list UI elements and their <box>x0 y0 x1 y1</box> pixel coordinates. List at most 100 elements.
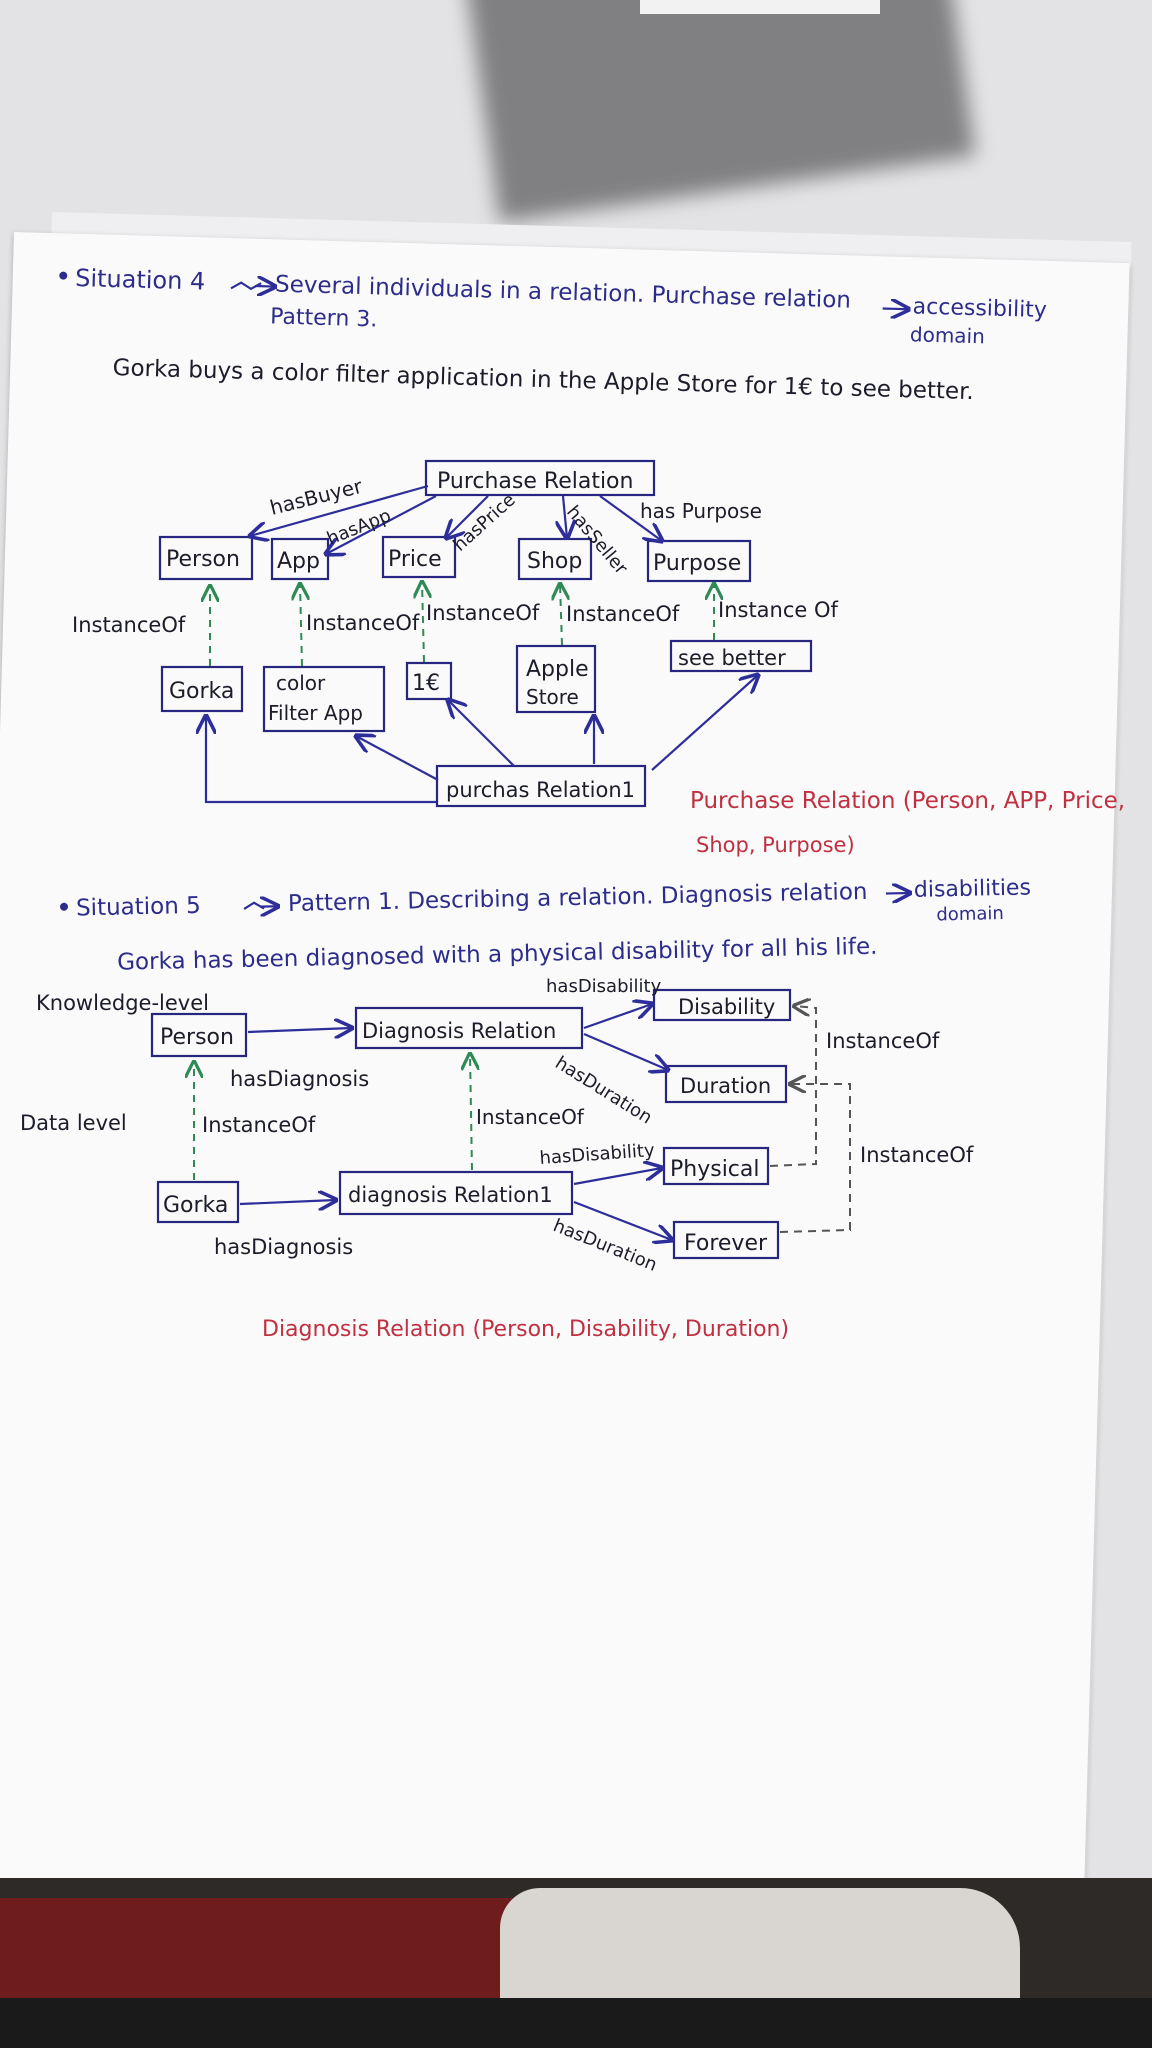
instance-label-purpose: Instance Of <box>718 598 839 622</box>
edge-has-price <box>446 495 489 538</box>
signature-diagnosis: Diagnosis Relation (Person, Disability, … <box>262 1317 789 1342</box>
edge-has-disability-top-label: hasDisability <box>546 976 662 997</box>
node-forever-label: Forever <box>684 1231 768 1256</box>
instance-label-duration: InstanceOf <box>860 1143 974 1167</box>
floor <box>0 1878 1152 2048</box>
edge-has-app <box>326 495 437 554</box>
node-price-label: Price <box>388 547 442 572</box>
node-physical-label: Physical <box>670 1157 760 1182</box>
edge-has-duration-bottom-label: hasDuration <box>550 1215 660 1276</box>
node-person-label: Person <box>160 1025 234 1050</box>
edge-has-buyer <box>250 484 429 536</box>
arrow-icon <box>885 893 910 894</box>
node-price-value-label: 1€ <box>412 671 440 696</box>
edge-has-disability-bottom-label: hasDisability <box>539 1140 656 1169</box>
node-person <box>158 535 254 581</box>
node-store-line2: Store <box>526 685 579 709</box>
edge-r1-gorka <box>206 716 436 804</box>
situation5-domain-b: domain <box>936 903 1004 925</box>
level-data: Data level <box>20 1111 127 1135</box>
node-disability-label: Disability <box>678 995 775 1019</box>
node-app-line1: color <box>276 671 326 695</box>
edge-has-duration-bottom <box>573 1200 672 1240</box>
situation4-domain-a: accessibility <box>912 294 1047 323</box>
node-duration-label: Duration <box>680 1074 771 1098</box>
node-gorka-label: Gorka <box>163 1193 228 1218</box>
node-shop-label: Shop <box>527 549 582 574</box>
edge-has-buyer-label: hasBuyer <box>267 474 365 520</box>
situation4-pattern: Pattern 3. <box>270 304 378 332</box>
arrow-icon <box>882 309 909 310</box>
node-apple-store <box>515 644 597 714</box>
node-purchase-relation-label: Purchase Relation <box>437 469 633 494</box>
node-price-value <box>405 661 453 701</box>
instance-label-price: InstanceOf <box>426 601 540 625</box>
instance-label-app: InstanceOf <box>306 611 420 635</box>
bullet-icon <box>60 902 69 911</box>
node-store-line1: Apple <box>526 657 589 682</box>
background-object <box>640 0 880 14</box>
node-duration <box>664 1064 788 1104</box>
instance-arrow <box>560 584 562 646</box>
node-see-better <box>669 639 813 673</box>
node-diagnosis-relation1 <box>338 1170 574 1216</box>
node-diagnosis-relation <box>354 1006 584 1050</box>
node-app-label: App <box>277 549 320 574</box>
instance-label-shop: InstanceOf <box>566 602 680 626</box>
situation4-title: Situation 4 <box>75 264 206 296</box>
edge-has-diagnosis-bottom <box>239 1200 336 1204</box>
node-gorka <box>160 665 244 713</box>
edge-r1-purpose <box>651 675 758 771</box>
edge-has-diagnosis-top-label: hasDiagnosis <box>230 1067 369 1091</box>
situation4-sentence: Gorka buys a color filter application in… <box>112 355 974 405</box>
edge-r1-app <box>356 736 439 781</box>
instance-arrow-duration <box>779 1084 851 1233</box>
node-purchase-relation <box>424 459 656 497</box>
situation5-domain-a: disabilities <box>914 875 1032 902</box>
edge-r1-price <box>448 700 515 767</box>
edge-has-purpose <box>599 495 662 541</box>
node-person <box>150 1012 248 1058</box>
instance-arrow <box>470 1054 472 1171</box>
signature-purchase-line1: Purchase Relation (Person, APP, Price, <box>690 788 1125 814</box>
node-purpose-label: Purpose <box>653 551 741 576</box>
edge-has-purpose-label: has Purpose <box>640 499 762 523</box>
node-diagnosis-relation1-label: diagnosis Relation1 <box>348 1183 553 1207</box>
signature-purchase-line2: Shop, Purpose) <box>696 833 855 857</box>
edge-has-diagnosis-bottom-label: hasDiagnosis <box>214 1235 353 1259</box>
level-knowledge: Knowledge-level <box>36 991 209 1015</box>
edge-has-duration-top <box>583 1032 668 1070</box>
instance-arrow <box>300 584 302 667</box>
node-diagnosis-relation-label: Diagnosis Relation <box>362 1019 556 1043</box>
edge-has-diagnosis-top <box>247 1028 352 1032</box>
situation5-sentence: Gorka has been diagnosed with a physical… <box>117 934 878 976</box>
situation5-title: Situation 5 <box>76 893 201 922</box>
node-purchase-relation1-label: purchas Relation1 <box>446 778 635 802</box>
node-gorka-label: Gorka <box>169 679 234 704</box>
node-color-filter-app <box>262 665 386 733</box>
situation4-domain-b: domain <box>910 322 986 348</box>
diagnosis-diagram: Knowledge-level Data level Person Diagno… <box>20 976 974 1342</box>
node-person-label: Person <box>166 547 240 572</box>
edge-has-disability-bottom <box>573 1168 662 1186</box>
node-shop <box>517 537 593 581</box>
instance-label-person: InstanceOf <box>72 613 186 637</box>
node-app-line2: Filter App <box>268 701 363 725</box>
instance-arrow <box>422 582 424 663</box>
instance-label-relation: InstanceOf <box>476 1105 585 1129</box>
situation5-desc: Pattern 1. Describing a relation. Diagno… <box>288 879 868 917</box>
node-gorka <box>156 1180 240 1224</box>
instance-label-person: InstanceOf <box>202 1113 316 1137</box>
node-price <box>381 535 457 579</box>
node-app <box>270 537 330 581</box>
edge-has-disability-top <box>583 1004 652 1030</box>
instance-arrow-disability <box>769 1006 817 1167</box>
node-purpose <box>646 539 752 583</box>
node-purchase-relation1 <box>435 764 647 808</box>
arrow-icon <box>255 286 275 287</box>
bullet-icon <box>59 271 68 280</box>
purchase-diagram: Purchase Relation Person App Price Shop … <box>72 459 1125 857</box>
instance-label-disability: InstanceOf <box>826 1029 940 1053</box>
node-see-better-label: see better <box>678 646 786 670</box>
